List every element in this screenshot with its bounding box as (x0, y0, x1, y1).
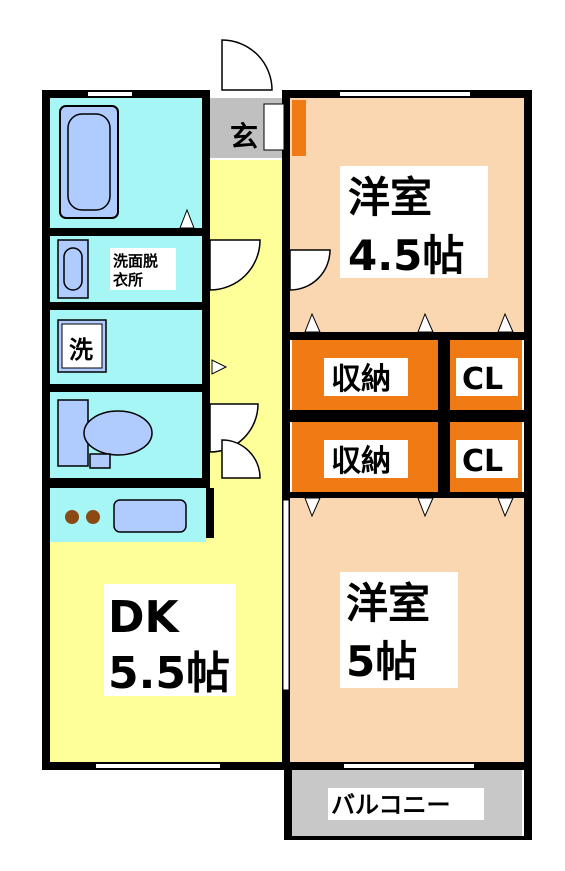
room1-label-line1: 洋室 (348, 173, 432, 222)
room1-label-line2: 4.5帖 (348, 231, 464, 280)
entrance-door-accent (292, 100, 306, 156)
washer-label: 洗 (69, 336, 93, 364)
closet2-label: CL (462, 444, 503, 479)
storage1-label: 収納 (331, 362, 391, 397)
storage1-label-bg (324, 358, 408, 396)
room2-label-bg (340, 572, 458, 688)
room1-label-bg (340, 166, 488, 278)
stove-burner-2 (86, 510, 100, 524)
balcony-label: バルコニー (331, 791, 451, 819)
storage2-label-bg (324, 440, 408, 478)
dk-label-line1: DK (108, 592, 181, 643)
closet1-label: CL (462, 362, 503, 397)
balcony-label-bg (328, 788, 484, 820)
washroom-label-line2: 衣所 (113, 271, 143, 289)
washroom-label-line1: 洗面脱 (113, 252, 158, 270)
door-markers (179, 208, 514, 518)
storage2-label: 収納 (331, 444, 391, 479)
bathtub-inner (67, 113, 111, 211)
dk-label-line2: 5.5帖 (108, 648, 230, 699)
window-top-left (88, 92, 132, 96)
toilet-bowl (83, 410, 153, 456)
closet1-label-bg (456, 358, 518, 396)
window-bottom-room (344, 764, 474, 768)
toilet-base (89, 453, 111, 469)
window-bottom-dk (96, 764, 220, 768)
doors (209, 39, 331, 479)
sliding-door-dk (282, 499, 290, 691)
entrance-label: 玄 (230, 120, 258, 153)
toilet-tank (57, 399, 89, 467)
wash-basin-bowl (63, 247, 83, 291)
entrance-step (263, 103, 285, 151)
washer-label-bg (66, 330, 100, 364)
washroom-label-bg (110, 248, 176, 290)
dk-label-bg (104, 584, 236, 696)
window-top-right (340, 92, 470, 96)
stove-burner-1 (65, 510, 79, 524)
sink (113, 499, 187, 533)
room2-label-line2: 5帖 (346, 637, 417, 686)
room2-label-line1: 洋室 (346, 579, 430, 628)
closet2-label-bg (456, 440, 518, 478)
